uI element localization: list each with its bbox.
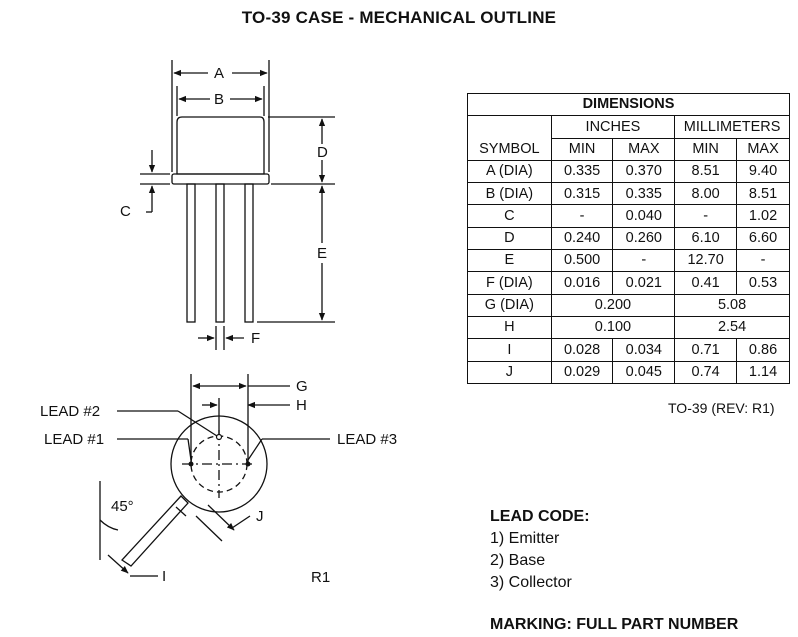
mm-max-header: MAX <box>736 137 790 161</box>
label-C: C <box>120 203 131 220</box>
table-cell: 1.02 <box>736 204 790 228</box>
table-cell: F (DIA) <box>467 271 552 295</box>
table-row: C-0.040-1.02 <box>467 204 790 228</box>
label-H: H <box>296 397 307 414</box>
can-body <box>171 116 270 185</box>
table-cell: E <box>467 249 552 273</box>
lead-code-item: 3) Collector <box>490 574 572 591</box>
label-A: A <box>214 65 224 82</box>
table-cell: 0.028 <box>550 338 614 362</box>
table-cell: 0.240 <box>550 226 614 251</box>
side-leads <box>186 183 254 323</box>
table-cell: 0.41 <box>674 271 738 295</box>
table-cell: 0.260 <box>612 226 676 251</box>
table-cell: 12.70 <box>674 249 738 273</box>
table-cell: 8.51 <box>674 159 738 184</box>
table-cell: J <box>467 360 552 384</box>
table-cell: 0.335 <box>550 159 614 184</box>
table-cell: 0.029 <box>550 360 614 384</box>
table-cell: D <box>467 226 552 251</box>
dimensions-header: DIMENSIONS <box>467 92 790 117</box>
blank-cell <box>467 115 552 139</box>
table-cell: C <box>467 204 552 228</box>
label-B: B <box>214 91 224 108</box>
symbol-header: SYMBOL <box>467 138 552 161</box>
label-lead-3: LEAD #3 <box>337 431 397 448</box>
label-G: G <box>296 378 308 395</box>
table-cell: 0.74 <box>674 360 738 384</box>
table-cell: 0.86 <box>736 338 790 362</box>
drawing-revision: R1 <box>311 569 330 586</box>
table-cell: 0.335 <box>612 182 676 206</box>
label-lead-2: LEAD #2 <box>40 403 100 420</box>
table-cell: - <box>550 204 614 228</box>
label-D: D <box>317 144 328 161</box>
table-cell: B (DIA) <box>467 182 552 206</box>
table-cell: 0.71 <box>674 338 738 362</box>
table-cell: 0.370 <box>612 159 676 184</box>
in-min-header: MIN <box>550 137 614 161</box>
table-unit-row: INCHES MILLIMETERS <box>467 115 790 139</box>
in-max-header: MAX <box>612 137 676 161</box>
table-cell: 0.315 <box>550 182 614 206</box>
table-header-row: DIMENSIONS <box>467 92 790 117</box>
table-cell: 2.54 <box>674 315 790 340</box>
table-cell: 0.040 <box>612 204 676 228</box>
label-F: F <box>251 330 260 347</box>
label-J: J <box>256 508 264 525</box>
table-cell: 8.00 <box>674 182 738 206</box>
page-title: TO-39 CASE - MECHANICAL OUTLINE <box>241 8 557 27</box>
table-cell: I <box>467 338 552 362</box>
label-lead-1: LEAD #1 <box>44 431 104 448</box>
mm-min-header: MIN <box>674 137 738 161</box>
table-cell: H <box>467 315 552 340</box>
label-angle: 45° <box>111 498 134 515</box>
lead-code-heading: LEAD CODE: <box>490 508 590 525</box>
table-cell: 8.51 <box>736 182 790 206</box>
lead-code-item: 1) Emitter <box>490 530 560 547</box>
inches-header: INCHES <box>550 115 676 139</box>
millimeters-header: MILLIMETERS <box>674 115 790 139</box>
table-cell: - <box>674 204 738 228</box>
table-cell: 1.14 <box>736 360 790 384</box>
dimensions-table: DIMENSIONS INCHES MILLIMETERS SYMBOL MIN… <box>467 92 790 384</box>
lead-code: LEAD CODE: 1) Emitter 2) Base 3) Collect… <box>490 506 590 594</box>
table-cell: 6.10 <box>674 226 738 251</box>
table-cell: 0.200 <box>550 293 676 317</box>
table-cell: 0.034 <box>612 338 676 362</box>
table-cell: 0.500 <box>550 249 614 273</box>
table-cell: A (DIA) <box>467 159 552 184</box>
table-cell: - <box>736 249 790 273</box>
table-cell: 0.100 <box>550 315 676 340</box>
table-cell: G (DIA) <box>467 293 552 317</box>
table-cell: 0.045 <box>612 360 676 384</box>
table-cell: 0.021 <box>612 271 676 295</box>
label-I: I <box>162 568 166 585</box>
label-E: E <box>317 245 327 262</box>
lead-code-item: 2) Base <box>490 552 546 569</box>
table-cell: 0.53 <box>736 271 790 295</box>
table-col-row: SYMBOL MIN MAX MIN MAX <box>467 137 790 161</box>
table-cell: 9.40 <box>736 159 790 184</box>
table-revision: TO-39 (REV: R1) <box>668 400 775 416</box>
table-cell: 0.016 <box>550 271 614 295</box>
table-cell: - <box>612 249 676 273</box>
table-cell: 5.08 <box>674 293 790 317</box>
table-cell: 6.60 <box>736 226 790 251</box>
marking-note: MARKING: FULL PART NUMBER <box>490 616 739 633</box>
